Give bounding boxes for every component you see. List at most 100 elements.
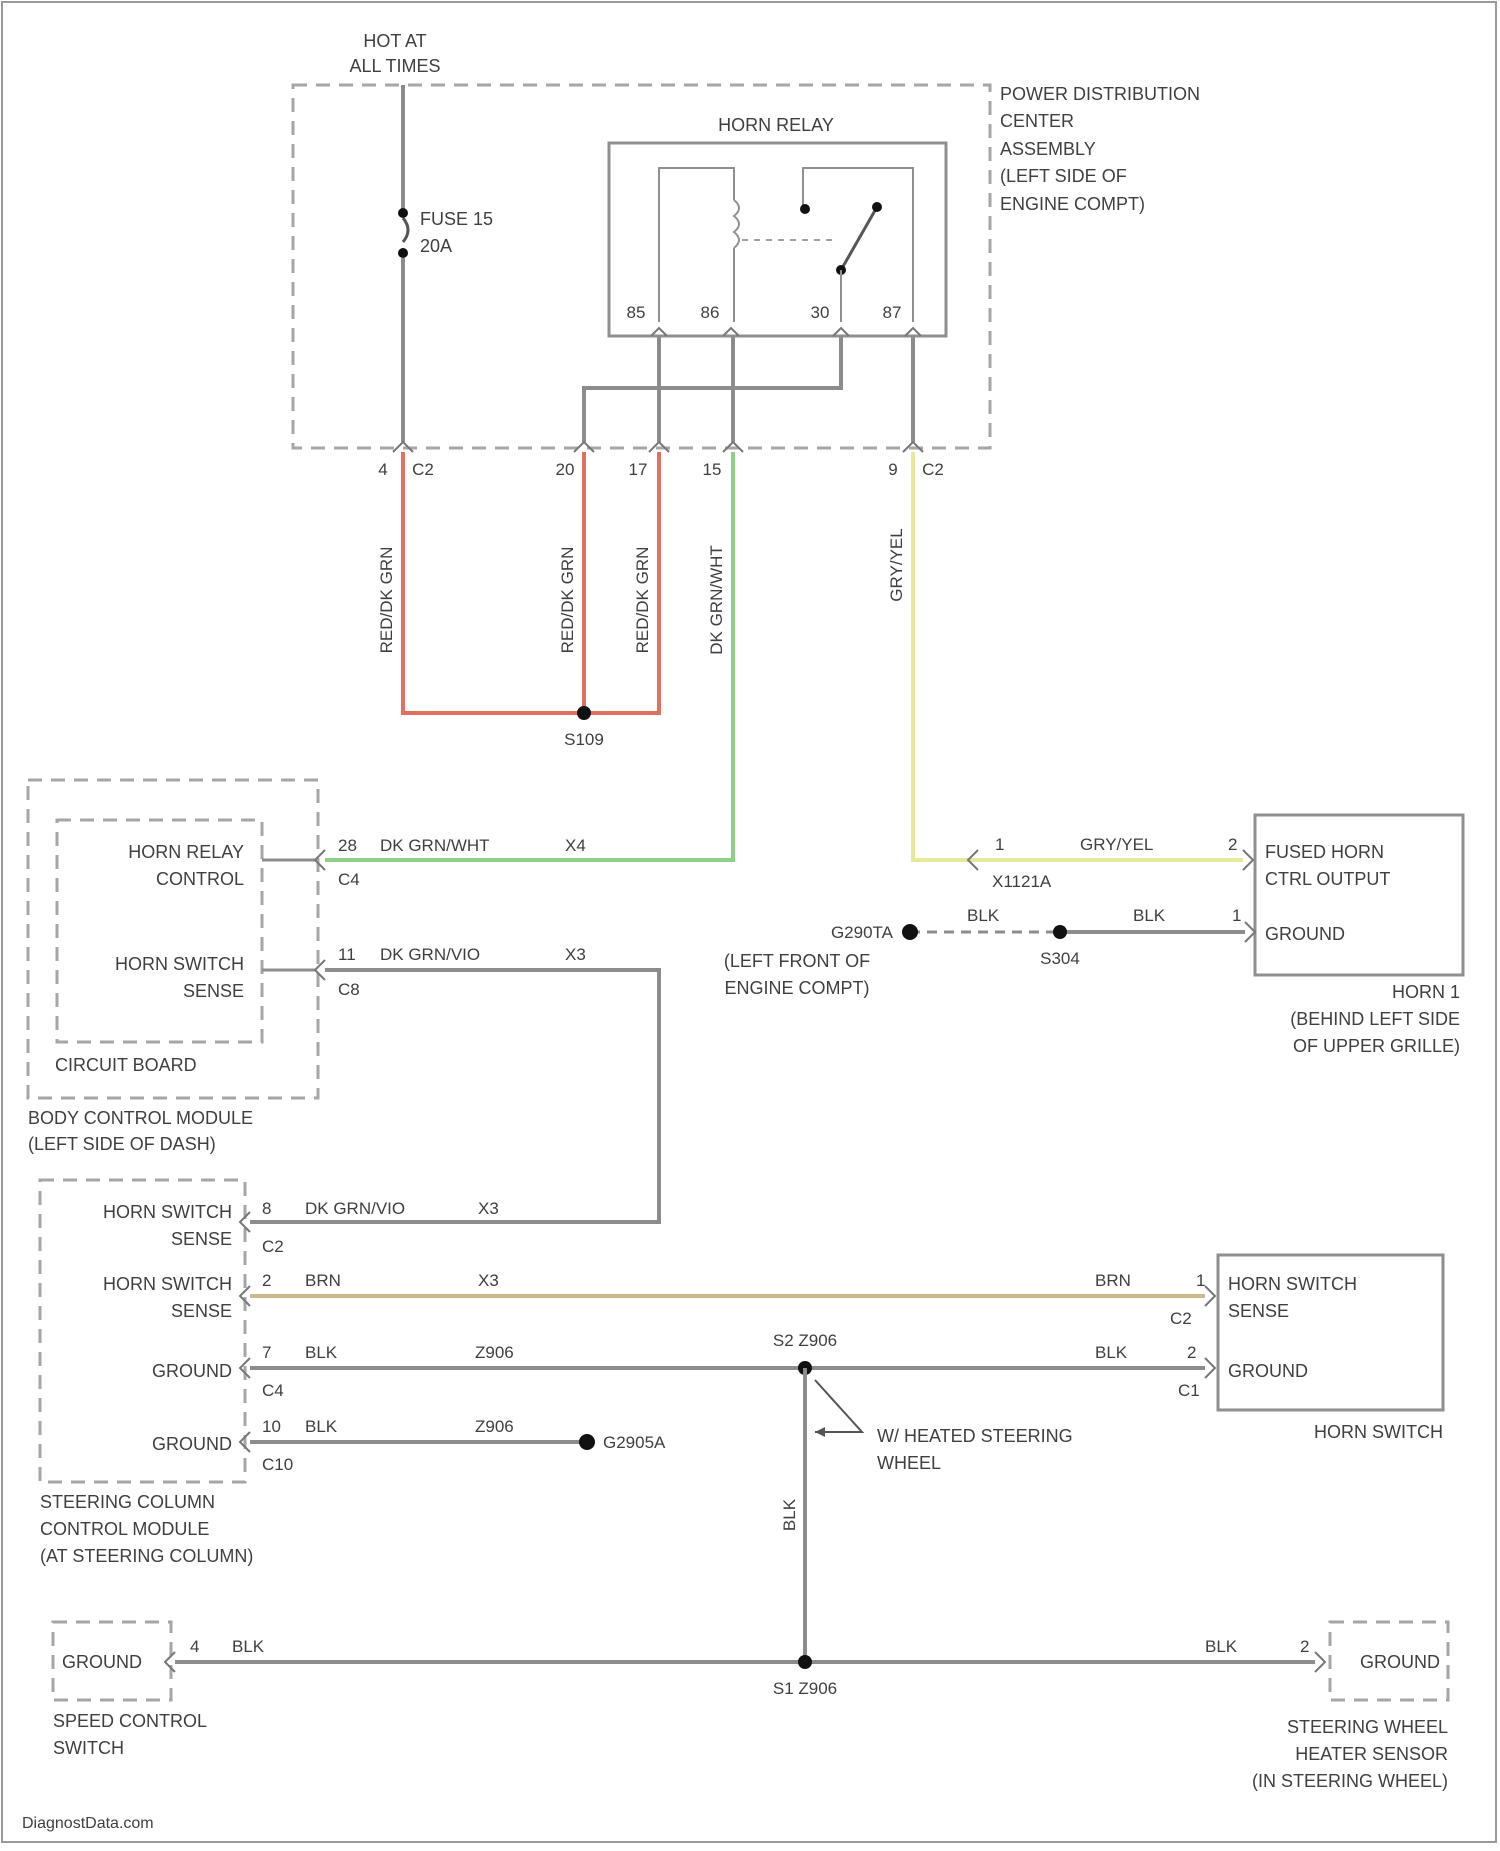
relay-pin-86: 86: [701, 303, 720, 322]
fuse-name: FUSE 15: [420, 209, 493, 229]
horn-c-connector-right: [1243, 850, 1253, 870]
bcm-item-relay-1: HORN RELAY: [128, 842, 244, 862]
sccm-r2-color-right: BRN: [1095, 1271, 1131, 1290]
sccm-r4: GROUND: [152, 1434, 232, 1454]
fuse-icon: [403, 218, 408, 242]
speed-control-pin: 4: [190, 1637, 199, 1656]
heater-sensor-name-3: (IN STEERING WHEEL): [1252, 1771, 1448, 1791]
sccm-r3-circuit: Z906: [475, 1343, 514, 1362]
pdc-pin-17: 17: [629, 460, 648, 479]
splice-s304: [1053, 925, 1067, 939]
splice-s1-label: S1 Z906: [773, 1679, 837, 1698]
wire-red-1: [403, 452, 584, 713]
heated-note-1: W/ HEATED STEERING: [877, 1426, 1073, 1446]
relay-30-to-pin: [584, 336, 841, 442]
heater-sensor-connector: [1315, 1652, 1325, 1672]
ground-color-2: BLK: [1133, 906, 1166, 925]
bcm-boundary: [28, 780, 318, 1098]
horn-item-2: GROUND: [1265, 924, 1345, 944]
horn-c-pin2: 2: [1228, 835, 1237, 854]
watermark: DiagnostData.com: [22, 1815, 154, 1832]
pdc-conn-c2-right: C2: [922, 460, 944, 479]
sccm-r3-conn: C4: [262, 1381, 284, 1400]
horn-switch-conn2: C1: [1178, 1381, 1200, 1400]
horn-switch-item-1b: SENSE: [1228, 1301, 1289, 1321]
bcm-c8-circuit: X3: [565, 945, 586, 964]
sccm-r4-pin: 10: [262, 1417, 281, 1436]
sccm-r1-a: HORN SWITCH: [103, 1202, 232, 1222]
splice-s1: [798, 1655, 812, 1669]
sccm-r2-color: BRN: [305, 1271, 341, 1290]
bcm-item-switch-2: SENSE: [183, 981, 244, 1001]
horn-ground-pin: 1: [1232, 906, 1241, 925]
ground-g2905a: [579, 1434, 595, 1450]
sccm-r1-pin: 8: [262, 1199, 271, 1218]
heater-sensor-name-1: STEERING WHEEL: [1287, 1717, 1448, 1737]
sccm-r4-conn: C10: [262, 1455, 293, 1474]
horn-item-1b: CTRL OUTPUT: [1265, 869, 1390, 889]
wire-label-red-3: RED/DK GRN: [633, 547, 652, 654]
sccm-name-3: (AT STEERING COLUMN): [40, 1546, 253, 1566]
pdc-pin-9: 9: [888, 460, 897, 479]
wire-yellow: [913, 452, 1243, 860]
supply-label-1: HOT AT: [363, 31, 426, 51]
ground-loc-2: ENGINE COMPT): [724, 978, 869, 998]
splice-s304-label: S304: [1040, 949, 1080, 968]
horn-switch-c2-connector: [1205, 1286, 1215, 1306]
relay-pin-87: 87: [883, 303, 902, 322]
horn-switch-item-2: GROUND: [1228, 1361, 1308, 1381]
horn-switch-pin1: 1: [1196, 1271, 1205, 1290]
sccm-name-2: CONTROL MODULE: [40, 1519, 209, 1539]
sccm-r3: GROUND: [152, 1361, 232, 1381]
heated-note-2: WHEEL: [877, 1453, 941, 1473]
horn-c-color: GRY/YEL: [1080, 835, 1153, 854]
bcm-board-label: CIRCUIT BOARD: [55, 1055, 197, 1075]
horn-switch-c1-connector: [1205, 1358, 1215, 1378]
fuse-rating: 20A: [420, 236, 452, 256]
wire-label-vertical: BLK: [780, 1498, 799, 1531]
heater-sensor-item: GROUND: [1360, 1652, 1440, 1672]
heater-sensor-pin: 2: [1300, 1637, 1309, 1656]
fuse-terminal-bottom: [398, 248, 408, 258]
wire-dk-grn-vio: [250, 970, 659, 1222]
horn-switch-item-1a: HORN SWITCH: [1228, 1274, 1357, 1294]
pdc-title-4: (LEFT SIDE OF: [1000, 166, 1127, 186]
wire-label-red-1: RED/DK GRN: [377, 547, 396, 654]
sccm-r3-pin: 7: [262, 1343, 271, 1362]
sccm-r2-a: HORN SWITCH: [103, 1274, 232, 1294]
relay-pin-30: 30: [811, 303, 830, 322]
sccm-r4-circuit: Z906: [475, 1417, 514, 1436]
pdc-conn-c2-left: C2: [412, 460, 434, 479]
relay-87-wire: [803, 168, 913, 322]
ground-loc-1: (LEFT FRONT OF: [724, 951, 870, 971]
bcm-c8-conn: C8: [338, 980, 360, 999]
splice-s109-label: S109: [564, 730, 604, 749]
horn-c-pin1: 1: [995, 835, 1004, 854]
sccm-r3-color: BLK: [305, 1343, 338, 1362]
bcm-c8-color: DK GRN/VIO: [380, 945, 480, 964]
wire-label-yellow: GRY/YEL: [887, 528, 906, 601]
horn-item-1a: FUSED HORN: [1265, 842, 1384, 862]
pdc-title-5: ENGINE COMPT): [1000, 194, 1145, 214]
relay-pin-85: 85: [627, 303, 646, 322]
pdc-pin-4: 4: [378, 460, 387, 479]
bcm-name-1: BODY CONTROL MODULE: [28, 1108, 253, 1128]
relay-switch-arm: [841, 207, 877, 270]
horn-switch-color2: BLK: [1095, 1343, 1128, 1362]
bcm-name-2: (LEFT SIDE OF DASH): [28, 1134, 216, 1154]
splice-s2-label: S2 Z906: [773, 1331, 837, 1350]
bcm-c4-pin: 28: [338, 836, 357, 855]
pdc-boundary: [293, 85, 990, 448]
splice-s109: [577, 706, 591, 720]
relay-contact-no: [800, 204, 810, 214]
bcm-c4-color: DK GRN/WHT: [380, 836, 490, 855]
speed-control-item: GROUND: [62, 1652, 142, 1672]
pdc-title-2: CENTER: [1000, 111, 1074, 131]
heater-sensor-color: BLK: [1205, 1637, 1238, 1656]
horn-name-1: HORN 1: [1392, 982, 1460, 1002]
speed-control-color: BLK: [232, 1637, 265, 1656]
wire-label-red-2: RED/DK GRN: [558, 547, 577, 654]
relay-coil-icon: [734, 200, 739, 248]
ground-g2905a-label: G2905A: [603, 1433, 666, 1452]
